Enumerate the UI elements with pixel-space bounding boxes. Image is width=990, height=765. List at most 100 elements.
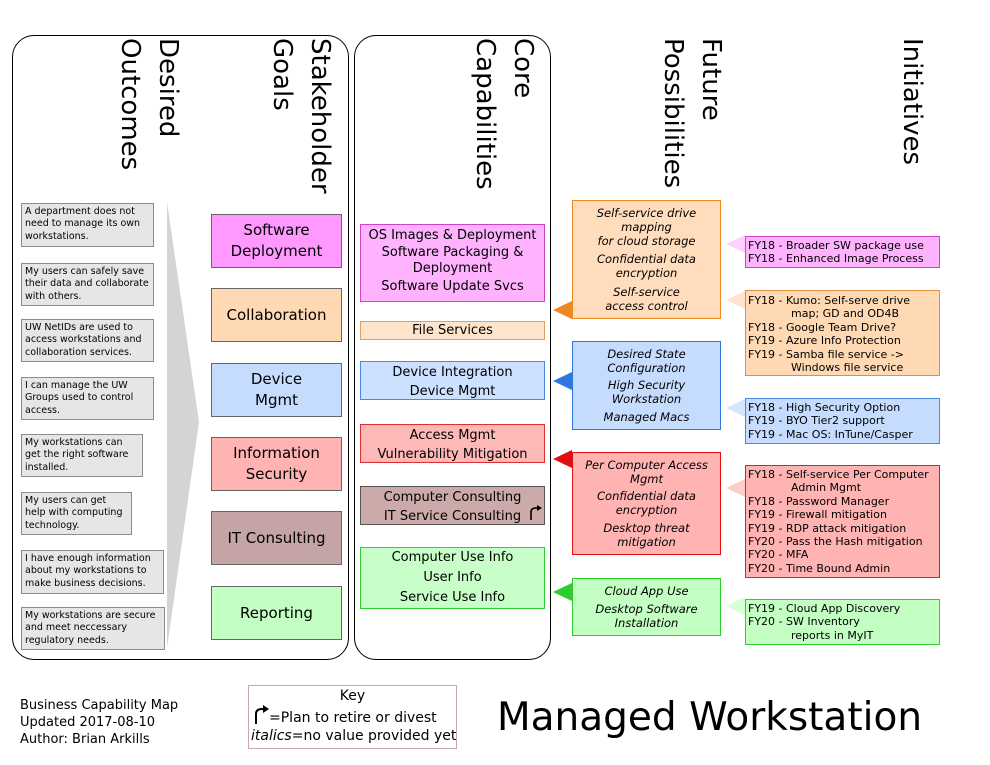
initiatives-device: FY18 - High Security Option FY19 - BYO T… <box>745 398 940 444</box>
initiatives-collaboration: FY18 - Kumo: Self-serve drive map; GD an… <box>745 290 940 376</box>
capability-line: OS Images & Deployment <box>368 228 537 243</box>
capability-line: File Services <box>412 323 493 338</box>
connector-arrow-reporting <box>553 583 572 601</box>
possibility-item: Confidential data encryption <box>597 252 696 281</box>
capability-line: Vulnerability Mitigation <box>377 447 528 462</box>
key-title: Key <box>339 688 366 704</box>
possibility-item: Cloud App Use <box>604 584 689 598</box>
capability-it-consulting: Computer Consulting IT Service Consultin… <box>360 486 545 525</box>
possibility-item: Self-service drive mapping for cloud sto… <box>596 206 697 249</box>
footer-updated: Updated 2017-08-10 <box>20 715 156 730</box>
initiative-item: FY19 - Mac OS: InTune/Casper <box>748 427 913 441</box>
outcome-3: UW NetIDs are used to access workstation… <box>21 319 154 362</box>
connector-arrow-device <box>553 372 572 390</box>
header-desired-outcomes: Desired Outcomes <box>115 38 183 171</box>
capability-line: Computer Consulting <box>383 490 522 505</box>
initiative-item: FY19 - Samba file service -> <box>748 347 904 361</box>
possibility-item: Confidential data encryption <box>597 489 696 518</box>
outcome-1: A department does not need to manage its… <box>21 203 154 247</box>
capability-line: Software Update Svcs <box>381 279 524 294</box>
main-title: Managed Workstation <box>497 695 923 740</box>
outcome-2: My users can safely save their data and … <box>21 263 154 306</box>
initiatives-reporting: FY19 - Cloud App Discovery FY20 - SW Inv… <box>745 599 940 645</box>
capability-information-security: Access Mgmt Vulnerability Mitigation <box>360 424 545 463</box>
header-initiatives: Initiatives <box>897 38 927 166</box>
goal-reporting: Reporting <box>211 586 342 640</box>
initiatives-security: FY18 - Self-service Per Computer Admin M… <box>745 465 940 578</box>
capability-line: Device Integration <box>392 365 513 380</box>
retire-arrow-icon <box>530 505 542 520</box>
possibility-device-mgmt: Desired State Configuration High Securit… <box>572 341 721 430</box>
goal-device-mgmt: Device Mgmt <box>211 363 342 417</box>
outcome-8: My workstations are secure and meet necc… <box>21 607 165 650</box>
initiative-item: FY18 - High Security Option <box>748 401 901 414</box>
initiative-item: FY18 - Kumo: Self-serve drive <box>748 294 910 307</box>
possibility-item: Per Computer Access Mgmt <box>585 457 708 486</box>
initiative-item: FY20 - Pass the Hash mitigation <box>748 535 923 549</box>
connector-arrows <box>553 301 572 601</box>
initiative-item: FY20 - MFA <box>748 548 809 562</box>
capability-software-deployment: OS Images & Deployment Software Packagin… <box>360 224 545 302</box>
possibility-item: Managed Macs <box>603 410 690 425</box>
possibility-item: High Security Workstation <box>607 378 686 407</box>
capability-line: Deployment <box>412 261 493 276</box>
initiative-item: FY18 - Enhanced Image Process <box>748 252 924 266</box>
key-italics-word: italics <box>251 728 292 744</box>
initiative-item: FY18 - Google Team Drive? <box>748 320 897 334</box>
key-italics-text: =no value provided yet <box>291 728 457 744</box>
core-capabilities-panel <box>354 35 551 660</box>
initiative-arrows <box>726 235 745 615</box>
outcome-4: I can manage the UW Groups used to contr… <box>21 377 154 420</box>
capability-line: Device Mgmt <box>409 384 496 399</box>
key-retire-row: =Plan to retire or divest <box>249 705 456 727</box>
possibility-item: Self-service access control <box>605 284 688 313</box>
possibility-reporting: Cloud App Use Desktop Software Installat… <box>572 578 721 636</box>
initiative-item: FY20 - SW Inventory <box>748 615 860 629</box>
possibility-item: Desktop threat mitigation <box>603 521 690 550</box>
footer-title: Business Capability Map <box>20 698 179 713</box>
capability-line: Software Packaging & <box>381 245 524 260</box>
goal-collaboration: Collaboration <box>211 288 342 342</box>
key-retire-text: =Plan to retire or divest <box>269 710 437 726</box>
outcome-7: I have enough information about my works… <box>21 550 164 594</box>
footer-author: Author: Brian Arkills <box>20 732 150 747</box>
possibility-information-security: Per Computer Access Mgmt Confidential da… <box>572 452 721 555</box>
goal-information-security: Information Security <box>211 437 342 491</box>
initiatives-software: FY18 - Broader SW package use FY18 - Enh… <box>745 236 940 268</box>
possibility-item: Desktop Software Installation <box>595 602 698 630</box>
header-stakeholder-goals: Stakeholder Goals <box>267 38 335 194</box>
header-future-possibilities: Future Possibilities <box>658 38 726 189</box>
goal-it-consulting: IT Consulting <box>211 511 342 565</box>
possibility-collaboration: Self-service drive mapping for cloud sto… <box>572 200 721 319</box>
initiative-item-continued: map; GD and OD4B <box>791 307 899 321</box>
initiative-item: FY19 - Cloud App Discovery <box>748 602 901 615</box>
initiative-item: FY19 - RDP attack mitigation <box>748 521 907 535</box>
capability-device-mgmt: Device Integration Device Mgmt <box>360 361 545 400</box>
initiative-item: FY19 - BYO Tier2 support <box>748 414 885 428</box>
connector-arrow-security <box>553 450 572 468</box>
capability-line: Computer Use Info <box>391 550 514 565</box>
outcomes-goals-panel <box>12 35 349 660</box>
capability-line: Service Use Info <box>399 590 506 605</box>
goal-software-deployment: Software Deployment <box>211 214 342 268</box>
initiative-item: FY19 - Azure Info Protection <box>748 334 901 348</box>
initiative-item-continued: Admin Mgmt <box>791 481 862 495</box>
initiative-item-continued: Windows file service <box>791 361 904 375</box>
capability-reporting: Computer Use Info User Info Service Use … <box>360 547 545 609</box>
possibility-item: Desired State Configuration <box>607 346 686 375</box>
outcome-5: My workstations can get the right softwa… <box>21 434 143 477</box>
capability-file-services: File Services <box>360 321 545 340</box>
capability-line: User Info <box>423 570 482 585</box>
header-core-capabilities: Core Capabilities <box>470 38 538 190</box>
initiative-item: FY20 - Time Bound Admin <box>748 561 891 575</box>
connector-arrow-collaboration <box>553 301 572 319</box>
footer-info: Business Capability Map Updated 2017-08-… <box>20 697 178 748</box>
initiative-item: FY18 - Password Manager <box>748 494 890 508</box>
capability-line: IT Service Consulting <box>383 509 522 524</box>
initiative-item-continued: reports in MyIT <box>791 628 874 642</box>
key-legend: Key =Plan to retire or divest italics=no… <box>248 685 457 749</box>
initiative-item: FY18 - Broader SW package use <box>748 239 924 252</box>
initiative-item: FY18 - Self-service Per Computer <box>748 468 929 481</box>
key-italics-row: italics=no value provided yet <box>249 727 456 745</box>
outcomes-arrow <box>167 202 199 648</box>
